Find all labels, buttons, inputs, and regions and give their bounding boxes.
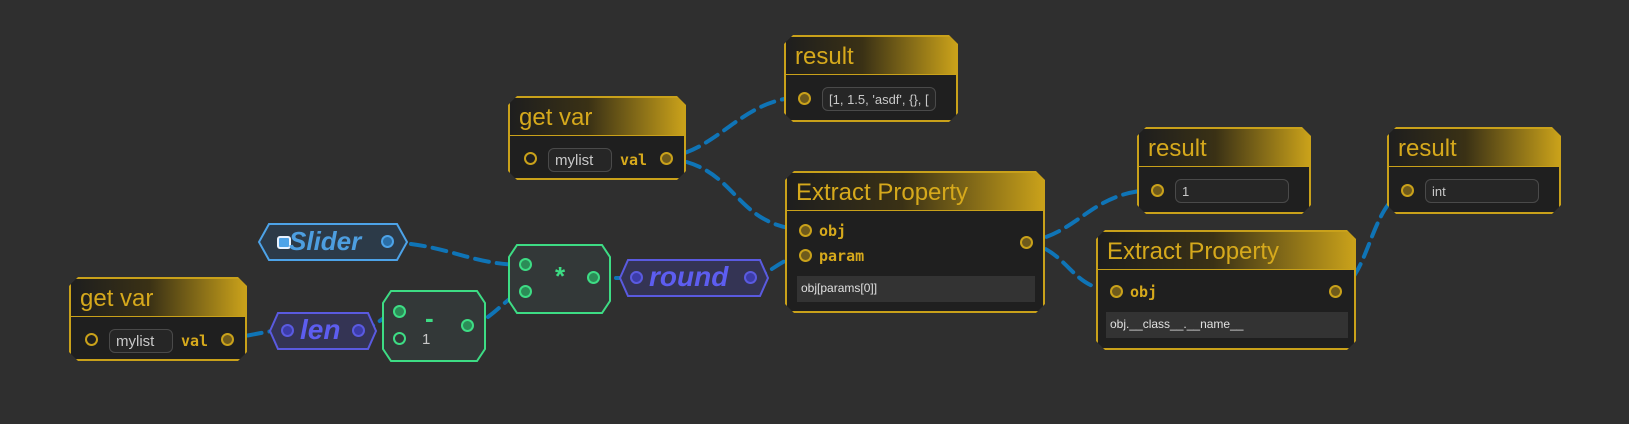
output-label: val [620,151,648,169]
output-port[interactable] [352,324,365,337]
round-node[interactable]: round [618,257,770,299]
result-value-field: int [1425,179,1539,203]
node-header: get var [71,279,245,317]
extract-property-node-2[interactable]: Extract Property obj obj.__class__.__nam… [1096,230,1356,350]
len-node-shape [268,312,378,350]
input-port-a[interactable] [519,258,532,271]
output-port[interactable] [1329,285,1342,298]
var-name-field[interactable]: mylist [548,148,612,172]
output-port[interactable] [1020,236,1033,249]
output-label: val [181,332,209,350]
input-port[interactable] [524,152,537,165]
multiply-node-shape [508,244,611,314]
connection-getvar-extract-obj [663,156,806,232]
result-node-mid[interactable]: result 1 [1137,127,1311,214]
subtract-constant[interactable]: 1 [422,331,431,348]
slider-title: Slider [289,226,362,256]
connection-getvar-result [663,95,802,160]
subtract-node-shape [382,290,486,362]
slider-node-shape [257,223,409,261]
input-port-a[interactable] [393,305,406,318]
input-port[interactable] [281,324,294,337]
obj-input-port[interactable] [799,224,812,237]
multiply-node[interactable]: * [507,243,612,315]
output-port[interactable] [221,333,234,346]
len-title: len [300,314,341,345]
node-header: result [1389,129,1559,167]
result-node-top[interactable]: result [1, 1.5, 'asdf', {}, [ [784,35,958,122]
input-port[interactable] [798,92,811,105]
input-port[interactable] [1401,184,1414,197]
obj-input-port[interactable] [1110,285,1123,298]
node-header: Extract Property [1098,232,1354,270]
connection-extract-result [1023,188,1159,244]
subtract-operator: - [425,303,434,333]
code-field[interactable]: obj.__class__.__name__ [1106,312,1348,338]
output-port[interactable] [660,152,673,165]
len-node[interactable]: len [268,310,378,352]
connection-slider-multiply [387,240,527,267]
param-input-port[interactable] [799,249,812,262]
get-var-node-left[interactable]: get var mylist val [69,277,247,361]
multiply-operator: * [555,261,566,291]
input-port-b[interactable] [393,332,406,345]
output-port[interactable] [744,271,757,284]
node-header: result [786,37,956,75]
node-header: get var [510,98,684,136]
result-value-field: 1 [1175,179,1289,203]
obj-input-label: obj [819,222,847,240]
var-name-field[interactable]: mylist [109,329,173,353]
node-header: Extract Property [787,173,1043,211]
slider-node[interactable]: Slider [257,222,409,262]
input-port[interactable] [630,271,643,284]
round-title: round [649,261,729,292]
extract-property-node-1[interactable]: Extract Property obj param obj[params[0]… [785,171,1045,313]
subtract-node[interactable]: 1 - [381,289,487,363]
result-node-right[interactable]: result int [1387,127,1561,214]
param-input-label: param [819,247,865,265]
output-port[interactable] [461,319,474,332]
output-port[interactable] [587,271,600,284]
input-port[interactable] [85,333,98,346]
obj-input-label: obj [1130,283,1158,301]
get-var-node-top[interactable]: get var mylist val [508,96,686,180]
input-port-b[interactable] [519,285,532,298]
output-port[interactable] [381,235,394,248]
round-node-shape [618,259,770,297]
result-value-field: [1, 1.5, 'asdf', {}, [ [822,87,936,111]
node-header: result [1139,129,1309,167]
code-field[interactable]: obj[params[0]] [797,276,1035,302]
input-port[interactable] [1151,184,1164,197]
slider-handle[interactable] [277,236,291,249]
